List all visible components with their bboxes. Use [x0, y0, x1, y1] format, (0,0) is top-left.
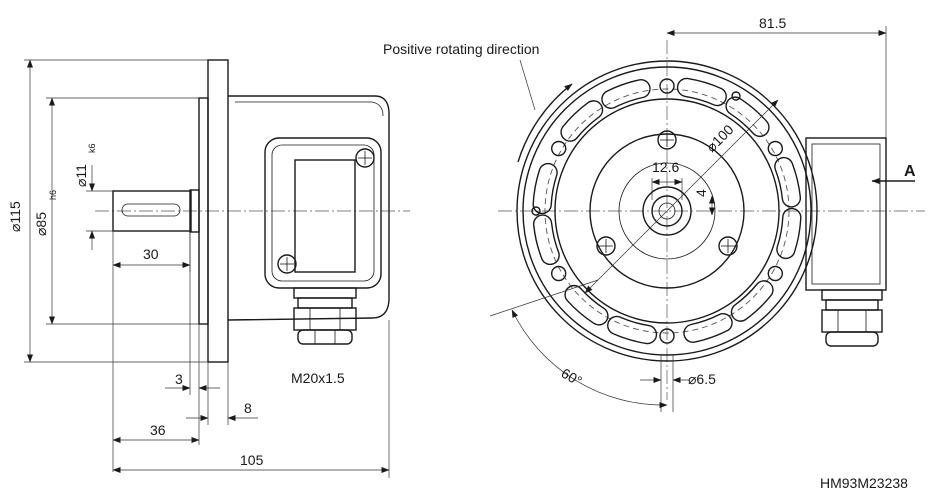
- mounting-hole: [551, 265, 567, 282]
- flange: [189, 59, 229, 363]
- dim-shaft-length-label: 30: [143, 246, 159, 262]
- dim-total-length: 105: [112, 320, 390, 478]
- mounting-slot: [774, 156, 802, 208]
- cable-gland: [293, 287, 357, 345]
- dim-hole-label: ⌀6.5: [688, 371, 716, 387]
- front-view: A 81.5 ⌀100 12.6 4: [383, 15, 925, 412]
- screw-icon: [355, 148, 375, 168]
- dim-shaft-tolerance: k6: [87, 143, 97, 153]
- mounting-slot: [676, 77, 727, 107]
- dim-bolt-circle: ⌀100: [584, 99, 779, 294]
- dim-flat: 12.6: [651, 159, 683, 200]
- dim-total-length-label: 105: [240, 452, 264, 468]
- dim-angle-label: 60°: [559, 365, 585, 389]
- dim-width: 81.5: [666, 15, 887, 138]
- mounting-hole: [767, 265, 783, 282]
- dim-flange-diameter: ⌀115: [7, 59, 208, 363]
- mounting-hole: [659, 78, 675, 94]
- view-marker: A: [871, 163, 916, 184]
- mounting-slot: [532, 162, 558, 215]
- mounting-hole: [767, 140, 783, 157]
- terminal-box: [805, 137, 887, 347]
- mounting-hole: [551, 140, 567, 157]
- shaft: [112, 190, 192, 232]
- mounting-slot: [532, 214, 560, 266]
- mounting-slot: [683, 313, 733, 343]
- dim-spigot-tolerance: h6: [48, 190, 58, 200]
- screw-icon: [277, 254, 297, 274]
- dim-flange-thickness-label: 3: [175, 371, 183, 387]
- rotation-direction-label: Positive rotating direction: [383, 41, 539, 57]
- dim-hole: ⌀6.5: [640, 355, 716, 412]
- screw-icon: [596, 236, 616, 256]
- part-number: HM93M23238: [820, 475, 908, 491]
- dim-flange-diameter-label: ⌀115: [7, 201, 23, 232]
- screw-icon: [657, 130, 677, 150]
- dim-key-label: 4: [693, 189, 709, 197]
- dim-width-label: 81.5: [759, 15, 786, 31]
- dim-36-label: 36: [150, 422, 166, 438]
- dim-spigot-diameter: ⌀85 h6: [33, 97, 199, 325]
- dim-spigot-depth: 8: [186, 362, 258, 425]
- dim-36: 36: [112, 422, 200, 443]
- dim-flange-thickness: 3: [165, 232, 220, 445]
- rotation-direction: Positive rotating direction: [383, 41, 573, 163]
- dim-shaft-length: 30: [112, 231, 191, 472]
- dim-key: 4: [693, 189, 715, 216]
- screw-icon: [718, 236, 738, 256]
- dim-shaft-diameter-label: ⌀11: [73, 164, 89, 187]
- mounting-slot: [607, 315, 658, 345]
- housing: [227, 95, 390, 321]
- cable-gland-label: M20x1.5: [291, 370, 345, 386]
- side-view: M20x1.5 ⌀115 ⌀85 h6 ⌀11 k6: [7, 59, 410, 478]
- dim-bolt-circle-label: ⌀100: [703, 121, 737, 155]
- dim-shaft-diameter: ⌀11 k6: [73, 143, 113, 250]
- view-marker-label: A: [904, 163, 916, 180]
- dim-flat-label: 12.6: [652, 159, 679, 175]
- dim-spigot-diameter-label: ⌀85: [33, 212, 49, 236]
- dim-spigot-depth-label: 8: [244, 400, 252, 416]
